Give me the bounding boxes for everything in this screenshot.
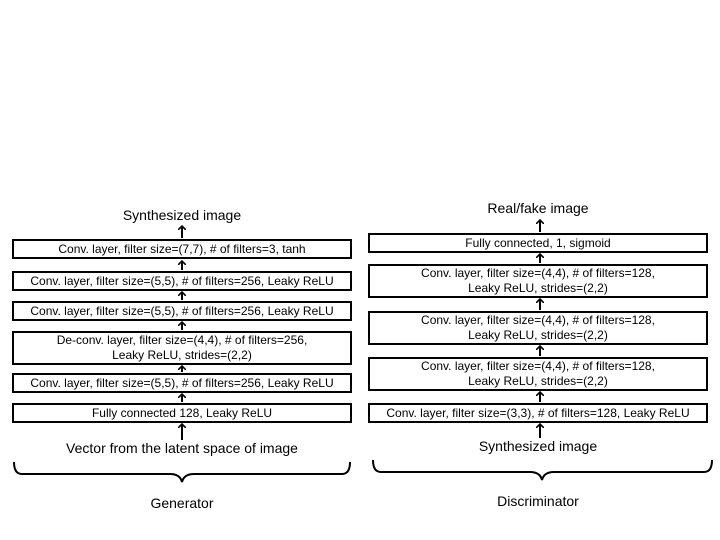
layer-text: Conv. layer, filter size=(5,5), # of fil… xyxy=(30,375,334,390)
discriminator-layer-conv-3x3: Conv. layer, filter size=(3,3), # of fil… xyxy=(368,403,708,423)
discriminator-layer-fully-connected: Fully connected, 1, sigmoid xyxy=(368,233,708,253)
layer-text: Leaky ReLU, strides=(2,2) xyxy=(468,374,608,388)
generator-layer-deconv-4x4: De-conv. layer, filter size=(4,4), # of … xyxy=(12,331,352,365)
generator-layer-conv-5x5-a: Conv. layer, filter size=(5,5), # of fil… xyxy=(12,271,352,291)
layer-text: Leaky ReLU, strides=(2,2) xyxy=(112,348,252,362)
discriminator-title: Discriminator xyxy=(497,493,579,509)
layer-text: Conv. layer, filter size=(3,3), # of fil… xyxy=(386,405,690,420)
generator-layer-conv-5x5-b: Conv. layer, filter size=(5,5), # of fil… xyxy=(12,301,352,321)
discriminator-brace xyxy=(372,459,713,481)
generator-layer-fully-connected: Fully connected 128, Leaky ReLU xyxy=(12,403,352,423)
generator-brace xyxy=(13,461,351,483)
generator-title: Generator xyxy=(150,495,214,511)
layer-text: Fully connected, 1, sigmoid xyxy=(465,235,611,250)
generator-layer-conv-7x7: Conv. layer, filter size=(7,7), # of fil… xyxy=(12,239,352,259)
layer-text: Conv. layer, filter size=(4,4), # of fil… xyxy=(421,266,655,280)
layer-text: Conv. layer, filter size=(7,7), # of fil… xyxy=(58,241,306,256)
discriminator-layer-conv-4x4-c: Conv. layer, filter size=(4,4), # of fil… xyxy=(368,357,708,391)
layer-text: Conv. layer, filter size=(4,4), # of fil… xyxy=(421,313,655,327)
layer-text: Conv. layer, filter size=(4,4), # of fil… xyxy=(421,359,655,373)
discriminator-layer-conv-4x4-b: Conv. layer, filter size=(4,4), # of fil… xyxy=(368,311,708,345)
generator-layer-conv-5x5-c: Conv. layer, filter size=(5,5), # of fil… xyxy=(12,373,352,393)
layer-text: De-conv. layer, filter size=(4,4), # of … xyxy=(56,333,308,347)
layer-text: Leaky ReLU, strides=(2,2) xyxy=(468,328,608,342)
layer-text: Fully connected 128, Leaky ReLU xyxy=(91,405,273,420)
layer-text: Leaky ReLU, strides=(2,2) xyxy=(468,281,608,295)
generator-input-label: Vector from the latent space of image xyxy=(66,440,298,456)
discriminator-output-label: Real/fake image xyxy=(487,200,589,216)
generator-output-label: Synthesized image xyxy=(122,207,242,223)
discriminator-layer-conv-4x4-a: Conv. layer, filter size=(4,4), # of fil… xyxy=(368,264,708,298)
layer-text: Conv. layer, filter size=(5,5), # of fil… xyxy=(30,303,334,318)
discriminator-input-label: Synthesized image xyxy=(478,438,598,454)
layer-text: Conv. layer, filter size=(5,5), # of fil… xyxy=(30,273,334,288)
